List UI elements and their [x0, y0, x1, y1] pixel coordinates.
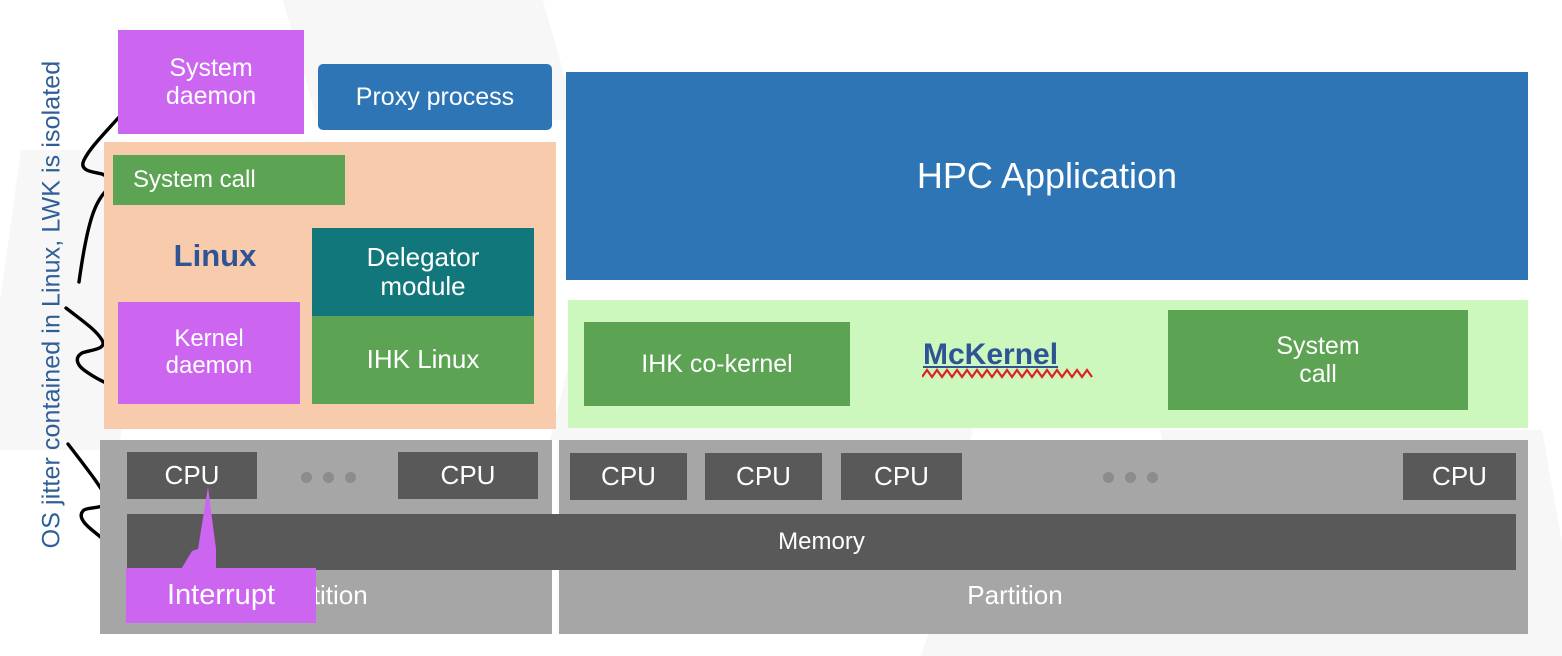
linux-label: Linux: [173, 237, 257, 273]
proxy-process-label: Proxy process: [355, 83, 515, 111]
cpu-label: CPU: [601, 460, 656, 491]
kernel-daemon-label-line1: Kernel: [174, 325, 244, 353]
hpc-application-box[interactable]: HPC Application: [566, 72, 1528, 280]
memory-label: Memory: [778, 527, 865, 555]
cpu-ellipsis-right: [1103, 472, 1158, 483]
linux-system-call-box[interactable]: System call: [113, 155, 345, 205]
system-daemon-label-line2: daemon: [165, 82, 257, 110]
cpu-label: CPU: [1432, 460, 1487, 491]
mckernel-label: McKernel: [923, 338, 1059, 371]
linux-system-call-label: System call: [133, 165, 256, 193]
cpu-label: CPU: [736, 460, 791, 491]
cpu-box[interactable]: CPU: [841, 453, 962, 500]
cpu-box[interactable]: CPU: [398, 452, 538, 499]
interrupt-label: Interrupt: [167, 579, 275, 612]
proxy-process-box[interactable]: Proxy process: [318, 64, 552, 130]
interrupt-callout-box[interactable]: Interrupt: [126, 568, 316, 623]
cpu-label: CPU: [440, 459, 496, 490]
system-daemon-box[interactable]: System daemon: [118, 30, 304, 134]
kernel-daemon-label-line2: daemon: [165, 352, 253, 379]
delegator-module-box[interactable]: Delegator module: [312, 228, 534, 316]
memory-bar[interactable]: Memory: [127, 514, 1516, 570]
ihk-linux-label: IHK Linux: [366, 344, 480, 375]
lwk-system-call-label-line2: call: [1299, 360, 1337, 388]
delegator-module-label-line1: Delegator: [366, 241, 480, 272]
cpu-ellipsis-left: [301, 472, 356, 483]
cpu-box[interactable]: CPU: [1403, 453, 1516, 500]
cpu-box[interactable]: CPU: [127, 452, 257, 499]
delegator-module-label-line2: module: [380, 271, 466, 301]
lwk-system-call-label-line1: System: [1276, 332, 1360, 360]
cpu-box[interactable]: CPU: [570, 453, 687, 500]
side-annotation-label: OS jitter contained in Linux, LWK is iso…: [37, 60, 66, 549]
cpu-box[interactable]: CPU: [705, 453, 822, 500]
cpu-label: CPU: [164, 459, 220, 490]
ihk-linux-box[interactable]: IHK Linux: [312, 316, 534, 404]
kernel-daemon-box[interactable]: Kernel daemon: [118, 302, 300, 404]
cpu-label: CPU: [874, 460, 929, 491]
partition-divider: [552, 570, 559, 634]
right-partition-label: Partition: [967, 580, 1063, 611]
ihk-co-kernel-box[interactable]: IHK co-kernel: [584, 322, 850, 406]
hpc-application-label: HPC Application: [916, 154, 1178, 196]
system-daemon-label-line1: System: [169, 54, 253, 82]
ihk-co-kernel-label: IHK co-kernel: [641, 350, 793, 378]
partition-divider: [552, 440, 559, 514]
lwk-system-call-box[interactable]: System call: [1168, 310, 1468, 410]
